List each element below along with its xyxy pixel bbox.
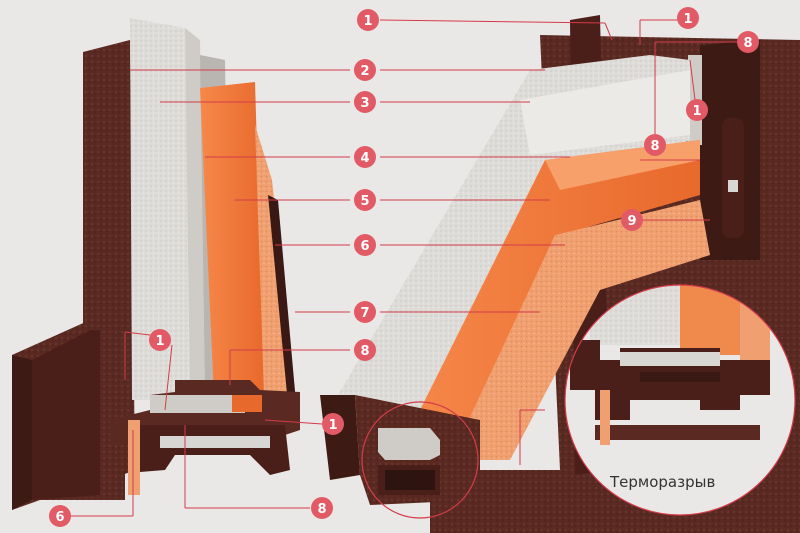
svg-text:8: 8 (650, 139, 659, 154)
callout-8-center: 8 (354, 339, 376, 361)
callout-3: 3 (354, 91, 376, 113)
svg-text:9: 9 (627, 214, 636, 229)
right-pu-foam (400, 140, 700, 460)
left-front-edge (268, 195, 298, 425)
right-door-section (320, 15, 800, 533)
svg-text:3: 3 (360, 96, 369, 111)
svg-text:1: 1 (328, 418, 337, 433)
svg-text:2: 2 (360, 64, 369, 79)
svg-text:4: 4 (360, 151, 369, 166)
left-mineral-wool (130, 18, 190, 400)
leader-lines (70, 19, 740, 517)
callout-9: 9 (621, 209, 643, 231)
svg-text:1: 1 (155, 334, 164, 349)
right-bottom-profile-insert (378, 428, 440, 460)
svg-text:8: 8 (360, 344, 369, 359)
svg-text:5: 5 (360, 194, 369, 209)
small-zoom-circle (361, 401, 479, 519)
left-frame-box-side (12, 355, 32, 510)
left-pu-foam (200, 82, 265, 420)
svg-text:1: 1 (683, 12, 692, 27)
hinge-pin (728, 180, 738, 192)
callout-8-top-right: 8 (737, 31, 759, 53)
left-frame-box-inner (32, 330, 100, 500)
callout-5: 5 (354, 189, 376, 211)
callout-1-top-right: 1 (357, 9, 379, 31)
svg-text:7: 7 (360, 306, 369, 321)
svg-text:1: 1 (692, 104, 701, 119)
right-bottom-box-side (320, 395, 360, 480)
thermal-break-caption: Терморазрыв (610, 473, 716, 491)
svg-text:6: 6 (55, 510, 64, 525)
left-mineral-wool-edge (185, 28, 205, 400)
callout-4: 4 (354, 146, 376, 168)
callout-7: 7 (354, 301, 376, 323)
hinge (722, 118, 744, 238)
callout-1-hinge: 1 (686, 99, 708, 121)
callout-8-mid-right: 8 (644, 134, 666, 156)
callout-1-top-far-right: 1 (677, 7, 699, 29)
callout-1-left: 1 (149, 329, 171, 351)
svg-text:8: 8 (743, 36, 752, 51)
callout-6-bottom: 6 (49, 505, 71, 527)
svg-text:8: 8 (317, 502, 326, 517)
right-cork-layer (450, 200, 710, 460)
left-bottom-profiles (110, 380, 300, 495)
callout-badges: 1 1 8 2 3 1 8 4 5 9 6 7 8 1 1 6 8 (49, 7, 759, 527)
callout-2: 2 (354, 59, 376, 81)
svg-text:1: 1 (363, 14, 372, 29)
callout-1-center-low: 1 (322, 413, 344, 435)
right-mineral-wool-top (520, 70, 690, 155)
svg-text:6: 6 (360, 239, 369, 254)
callout-6: 6 (354, 234, 376, 256)
callout-8-bottom: 8 (311, 497, 333, 519)
left-door-section (12, 18, 300, 510)
